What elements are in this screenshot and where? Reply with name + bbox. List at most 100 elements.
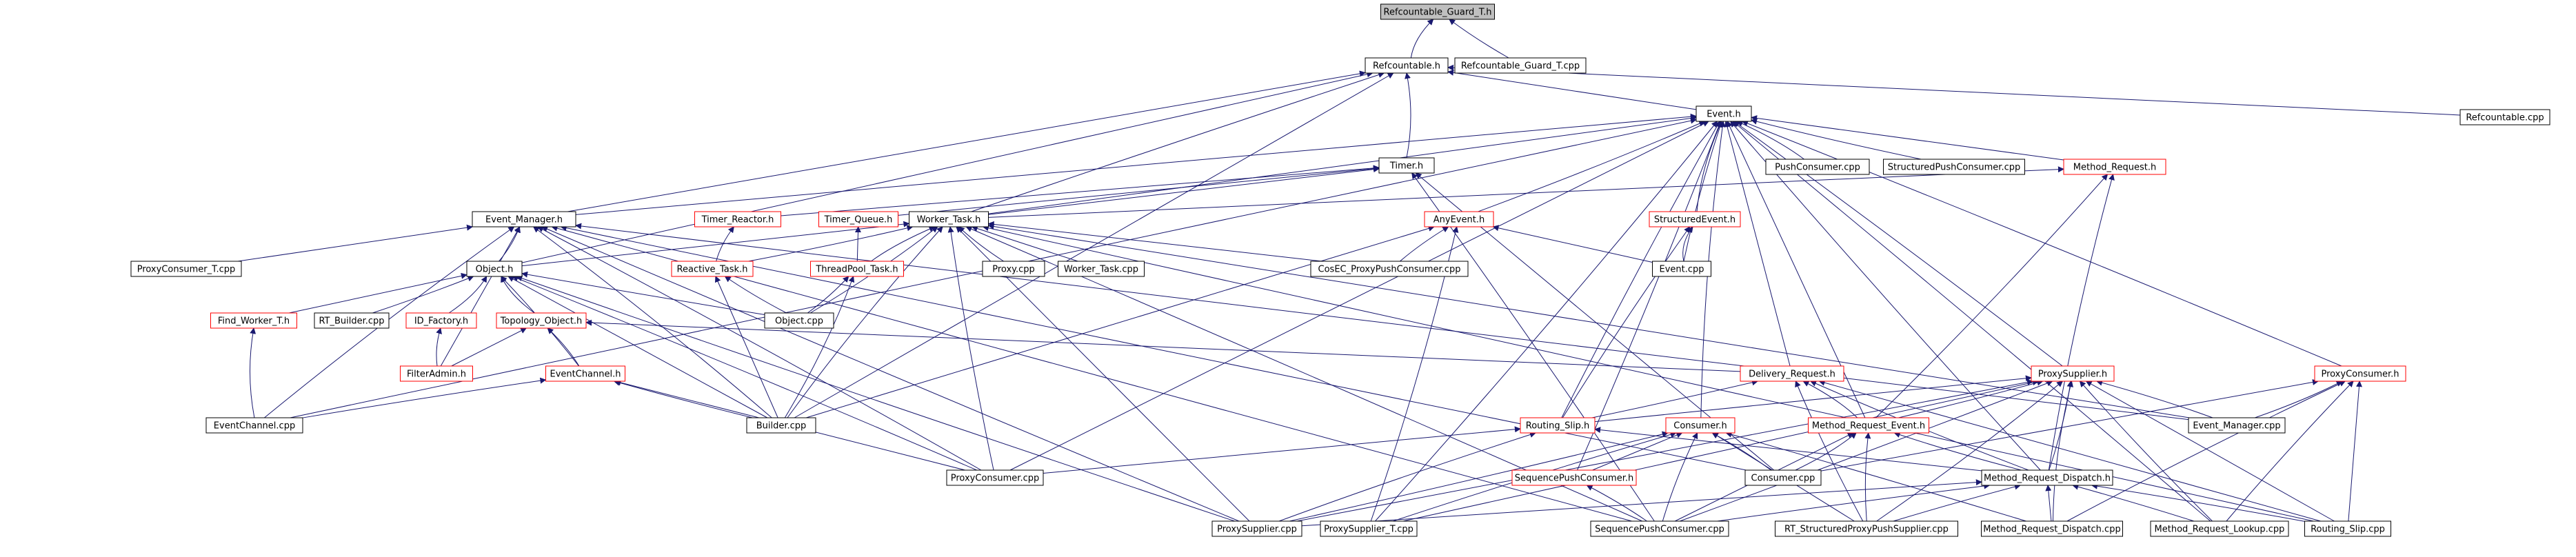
edge-mre_h-to-delreq_h (1802, 381, 1858, 418)
edge-fadmin_h-to-topo_h (451, 327, 527, 367)
node-rtspps-cpp[interactable]: RT_StructuredProxyPushSupplier.cpp (1775, 520, 1958, 537)
edge-object_cpp-to-tptask_h (807, 276, 849, 314)
node-label: EventChannel.cpp (214, 421, 295, 432)
node-spc-cpp[interactable]: SequencePushConsumer.cpp (1590, 520, 1729, 537)
node-rgt-h[interactable]: Refcountable_Guard_T.h (1380, 3, 1495, 20)
edge-builder_cpp-to-reactask_h (714, 276, 778, 418)
node-rslip-cpp[interactable]: Routing_Slip.cpp (2304, 520, 2391, 537)
edge-anyev_h-to-event_h (1478, 121, 1706, 212)
node-label: RT_StructuredProxyPushSupplier.cpp (1784, 525, 1949, 535)
node-psup-h[interactable]: ProxySupplier.h (2031, 365, 2115, 382)
node-idf-h[interactable]: ID_Factory.h (405, 312, 477, 329)
node-rslip-h[interactable]: Routing_Slip.h (1520, 417, 1596, 434)
node-box (1981, 520, 2123, 537)
node-delreq-h[interactable]: Delivery_Request.h (1740, 365, 1844, 382)
node-cosec-cpp[interactable]: CosEC_ProxyPushConsumer.cpp (1310, 261, 1469, 277)
node-reactask-h[interactable]: Reactive_Task.h (671, 261, 754, 277)
node-structev-h[interactable]: StructuredEvent.h (1649, 211, 1741, 227)
node-box (1775, 520, 1958, 537)
edge-pct_cpp-to-evmgr_h (237, 224, 474, 262)
node-box (1454, 57, 1587, 74)
node-timer-h[interactable]: Timer.h (1378, 157, 1435, 174)
node-box (671, 261, 754, 277)
node-psup-cpp[interactable]: ProxySupplier.cpp (1211, 520, 1302, 537)
edge-rtb_cpp-to-object_h (372, 275, 474, 314)
edge-evchan_cpp-to-evchan_h (302, 377, 547, 418)
node-evchan-h[interactable]: EventChannel.h (545, 365, 625, 382)
node-cons-h[interactable]: Consumer.h (1665, 417, 1735, 434)
node-anyev-h[interactable]: AnyEvent.h (1424, 211, 1494, 227)
node-fadmin-h[interactable]: FilterAdmin.h (400, 365, 473, 382)
node-box (545, 365, 625, 382)
node-wtask-h[interactable]: Worker_Task.h (909, 211, 989, 227)
edge-delreq_h-to-event_h (1724, 121, 1791, 367)
edge-mre_h-to-mreq_h (1875, 174, 2109, 418)
node-ref-cpp[interactable]: Refcountable.cpp (2459, 109, 2550, 125)
node-cons-cpp[interactable]: Consumer.cpp (1744, 469, 1822, 486)
node-mrd-h[interactable]: Method_Request_Dispatch.h (1981, 469, 2113, 486)
edge-builder_cpp-to-anyev_h (806, 225, 1435, 418)
node-evchan-cpp[interactable]: EventChannel.cpp (205, 417, 303, 434)
node-fwt-h[interactable]: Find_Worker_T.h (210, 312, 297, 329)
node-builder-cpp[interactable]: Builder.cpp (746, 417, 816, 434)
node-event-h[interactable]: Event.h (1695, 105, 1752, 122)
node-wtask-cpp[interactable]: Worker_Task.cpp (1058, 261, 1145, 277)
node-label: Event_Manager.h (485, 215, 563, 225)
node-label: CosEC_ProxyPushConsumer.cpp (1318, 265, 1461, 275)
node-pushcons-cpp[interactable]: PushConsumer.cpp (1765, 159, 1870, 175)
node-box (1765, 159, 1870, 175)
edge-fadmin_h-to-evmgr_h (440, 226, 521, 367)
node-ref-h[interactable]: Refcountable.h (1365, 57, 1449, 74)
node-evmgr-cpp[interactable]: Event_Manager.cpp (2188, 417, 2286, 434)
edge-mrd_h-to-mre_h (1893, 432, 2022, 471)
node-box (466, 261, 523, 277)
node-label: Consumer.h (1673, 421, 1727, 432)
node-rtb-cpp[interactable]: RT_Builder.cpp (314, 312, 390, 329)
edge-ref_h-to-rgt_h (1410, 19, 1434, 59)
node-tqueue-h[interactable]: Timer_Queue.h (818, 211, 898, 227)
node-mrd-cpp[interactable]: Method_Request_Dispatch.cpp (1981, 520, 2123, 537)
node-evmgr-h[interactable]: Event_Manager.h (472, 211, 576, 227)
node-label: Worker_Task.cpp (1064, 265, 1138, 275)
node-topo-h[interactable]: Topology_Object.h (496, 312, 587, 329)
edge-timer_h-to-ref_h (1405, 72, 1411, 159)
node-label: ProxySupplier.cpp (1217, 525, 1297, 535)
node-mre-h[interactable]: Method_Request_Event.h (1808, 417, 1929, 434)
node-box (1652, 261, 1711, 277)
node-label: AnyEvent.h (1433, 215, 1485, 225)
node-rgt-cpp[interactable]: Refcountable_Guard_T.cpp (1454, 57, 1587, 74)
node-mrl-cpp[interactable]: Method_Request_Lookup.cpp (2150, 520, 2289, 537)
edge-rgt_cpp-to-rgt_h (1449, 19, 1509, 59)
node-tptask-h[interactable]: ThreadPool_Task.h (810, 261, 904, 277)
edge-reactask_h-to-wtask_h (748, 225, 914, 262)
edge-evmgr_cpp-to-wtask_h (987, 223, 2190, 418)
node-pcons-h[interactable]: ProxyConsumer.h (2314, 365, 2406, 382)
node-label: Proxy.cpp (992, 265, 1035, 275)
node-structpush-cpp[interactable]: StructuredPushConsumer.cpp (1883, 159, 2025, 175)
node-label: Delivery_Request.h (1749, 369, 1835, 380)
node-box (205, 417, 303, 434)
node-mreq-h[interactable]: Method_Request.h (2063, 159, 2166, 175)
node-label: Topology_Object.h (500, 316, 583, 327)
node-box (1665, 417, 1735, 434)
node-pct-cpp[interactable]: ProxyConsumer_T.cpp (130, 261, 242, 277)
node-treact-h[interactable]: Timer_Reactor.h (694, 211, 781, 227)
edge-spc_h-to-event_h (1577, 121, 1722, 471)
node-pcons-cpp[interactable]: ProxyConsumer.cpp (946, 469, 1044, 486)
node-pst-cpp[interactable]: ProxySupplier_T.cpp (1320, 520, 1418, 537)
node-box (982, 261, 1045, 277)
node-object-h[interactable]: Object.h (466, 261, 523, 277)
edge-evchan_h-to-topo_h (547, 327, 580, 367)
node-proxy-cpp[interactable]: Proxy.cpp (982, 261, 1045, 277)
edge-structpush_cpp-to-event_h (1751, 118, 1922, 160)
node-event-cpp[interactable]: Event.cpp (1652, 261, 1711, 277)
node-object-cpp[interactable]: Object.cpp (764, 312, 834, 329)
node-box (946, 469, 1044, 486)
node-label: Refcountable_Guard_T.h (1384, 8, 1492, 18)
edge-wtask_h-to-event_h (988, 115, 1697, 214)
edge-mre_h-to-psup_h (1898, 379, 2044, 418)
edge-builder_cpp-to-ref_h (794, 72, 1394, 418)
node-spc-h[interactable]: SequencePushConsumer.h (1511, 469, 1637, 486)
node-box (314, 312, 390, 329)
edge-mrd_h-to-rslip_h (1594, 427, 1982, 472)
